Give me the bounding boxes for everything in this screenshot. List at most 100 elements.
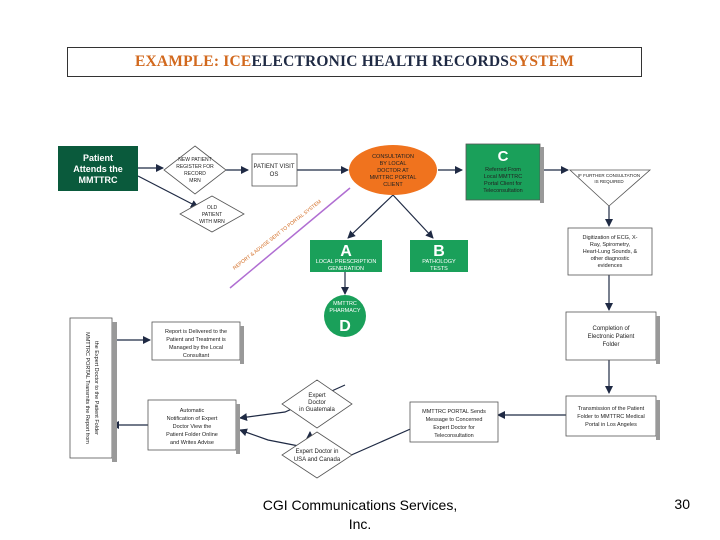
completion-line-1: Completion of [592, 326, 629, 332]
digitization-line-3: Heart-Lung Sounds, & [583, 249, 638, 255]
sends-line-2: Message to Concerned [426, 417, 483, 423]
patient-visit-line-2: OS [270, 172, 279, 178]
digitization-line-4: other diagnostic [591, 256, 630, 262]
notification-box [147, 399, 237, 451]
completion-line-3: Folder [602, 342, 619, 348]
completion-line-2: Electronic Patient [588, 334, 635, 340]
expert-decision-line-3: in Guatemala [299, 407, 335, 413]
patient-box [58, 146, 138, 191]
patient-line-1: Patient [83, 153, 113, 163]
box-c-line-1: Referred From [485, 167, 521, 173]
notification-line-4: Patient Folder Online [166, 432, 218, 438]
expert-decision-diamond [281, 379, 353, 429]
transmission-line-3: Portal in Los Angeles [585, 422, 637, 428]
transmission-box [565, 395, 657, 437]
footer-company-line-2: Inc. [348, 516, 372, 532]
consultation-line-2: BY LOCAL [380, 161, 407, 167]
old-patient-line-1: OLD [207, 205, 218, 211]
digitization-box [567, 227, 653, 276]
consultation-line-5: CLIENT [383, 182, 403, 188]
box-c-line-3: Portal Client for [484, 181, 522, 187]
sends-line-3: Expert Doctor for [433, 425, 475, 431]
digitization-line-5: evidences [598, 263, 623, 269]
notification-shadow [236, 404, 240, 454]
page-number: 30 [674, 496, 690, 512]
box-c [465, 143, 541, 201]
old-patient-diamond [179, 195, 245, 233]
consultation-line-1: CONSULTATION [372, 154, 414, 160]
decision-line-2: IS REQUIRED [594, 179, 624, 184]
new-patient-line-2: REGISTER FOR [176, 164, 214, 170]
old-patient-line-3: WITH MRN [199, 219, 225, 225]
report-delivered-box [151, 321, 241, 361]
expert-usa-line-1: Expert Doctor in [295, 449, 338, 455]
diagonal-report-line [229, 187, 351, 289]
consultation-ellipse [349, 145, 437, 195]
new-patient-line-1: NEW PATIENT [178, 157, 211, 163]
box-b-letter: B [433, 243, 445, 260]
box-c-line-4: Teleconsultation [483, 188, 522, 194]
transmission-line-1: Transmission of the Patient [578, 406, 645, 412]
transmission-shadow [656, 400, 660, 440]
transmission-line-2: Folder to MMTTRC Medical [577, 414, 645, 420]
portal-transmit-bar [69, 317, 113, 459]
further-consult-decision [568, 169, 652, 207]
arrow-consult-b [392, 194, 434, 239]
report-line-2: Patient and Treatment is [166, 337, 226, 343]
circle-d-line-2: PHARMACY [329, 308, 361, 314]
consultation-line-3: DOCTOR AT [377, 168, 409, 174]
arrow-consult-a [347, 194, 394, 239]
diagonal-report-label: REPORT & ADVISE SENT TO PORTAL SYSTEM [232, 199, 323, 272]
patient-visit-line-1: PATIENT VISIT [253, 164, 294, 170]
consultation-line-4: MMTTRC PORTAL [370, 175, 417, 181]
arrow-patient-old [137, 175, 199, 208]
title-prefix: EXAMPLE: ICE [134, 53, 252, 70]
notification-line-2: Notification of Expert [167, 416, 218, 422]
expert-decision-line-1: Expert [308, 393, 326, 399]
portal-bar-line-2: the Expert Doctor to the Patient Folder [93, 341, 99, 435]
patient-line-2: Attends the [73, 164, 123, 174]
notification-line-1: Automatic [180, 408, 205, 414]
circle-d-line-1: MMTTRC [333, 301, 357, 307]
sends-line-1: MMTTRC PORTAL Sends [422, 409, 486, 415]
box-a [310, 240, 382, 272]
box-c-shadow [540, 147, 544, 203]
report-line-3: Managed by the Local [169, 345, 223, 351]
footer-company: CGI Communications Services, Inc. [250, 496, 470, 534]
box-a-line-1: LOCAL PRESCRIPTION [316, 259, 377, 265]
circle-d [324, 295, 366, 337]
circle-d-letter: D [339, 318, 351, 335]
footer-company-line-1: CGI Communications Services, [262, 497, 458, 513]
box-a-line-2: GENERATION [328, 266, 364, 272]
title-suffix: SYSTEM [509, 53, 575, 70]
new-patient-line-3: RECORD [184, 171, 206, 177]
box-c-letter: C [498, 148, 509, 165]
box-c-line-2: Local MMTTRC [484, 174, 523, 180]
box-b-line-2: TESTS [430, 266, 448, 272]
notification-line-5: and Writes Advise [170, 440, 214, 446]
completion-box [565, 311, 657, 361]
expert-decision-line-2: Doctor [308, 400, 326, 406]
decision-line-1: IF FURTHER CONSULTATION [578, 173, 640, 178]
digitization-line-1: Digitization of ECG, X- [582, 235, 637, 241]
new-patient-line-4: MRN [189, 178, 201, 184]
old-patient-line-2: PATIENT [202, 212, 222, 218]
digitization-line-2: Ray, Spirometry, [590, 242, 631, 248]
box-a-letter: A [340, 243, 352, 260]
portal-bar-line-1: MMTTRC PORTAL Transmits the Report from [84, 332, 90, 444]
sends-message-box [409, 401, 499, 443]
report-line-4: Consultant [183, 353, 210, 359]
patient-visit-box [251, 153, 298, 187]
notification-line-3: Doctor View the [173, 424, 212, 430]
report-delivered-shadow [240, 326, 244, 364]
patient-line-3: MMTTRC [79, 175, 118, 185]
new-patient-diamond [163, 145, 227, 195]
title-main: ELECTRONIC HEALTH RECORDS [251, 53, 510, 70]
expert-usa-line-2: USA and Canada [294, 457, 341, 463]
completion-box-shadow [656, 316, 660, 364]
expert-usa-diamond [281, 431, 353, 479]
box-b-line-1: PATHOLOGY [422, 259, 456, 265]
sends-line-4: Teleconsultation [434, 433, 473, 439]
